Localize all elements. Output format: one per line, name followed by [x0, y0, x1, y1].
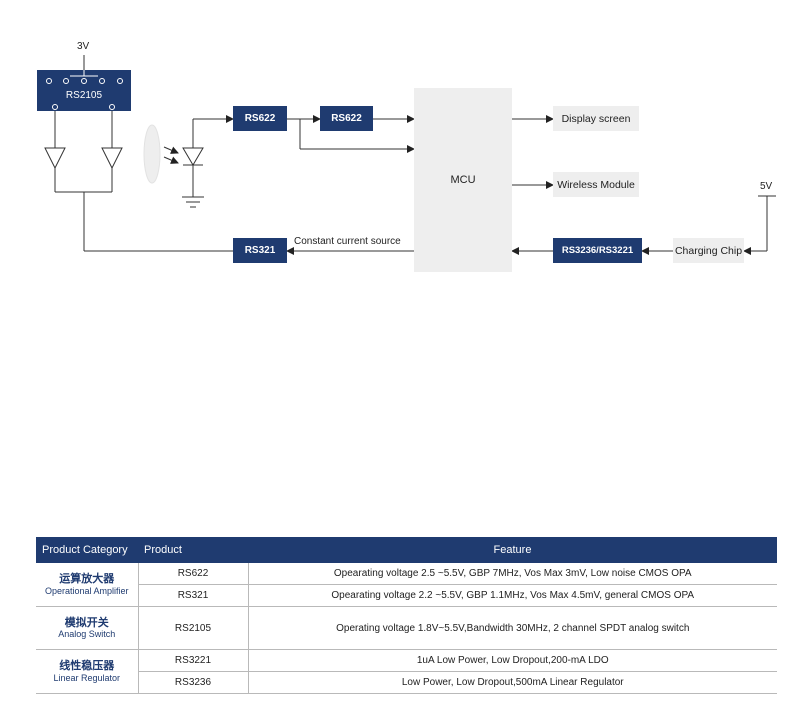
wireless-block: Wireless Module [553, 172, 639, 197]
product-table: Product Category Product Feature 运算放大器 O… [36, 537, 777, 694]
product-cell: RS622 [138, 563, 249, 585]
switch-label: RS2105 [65, 90, 103, 101]
header-feature: Feature [248, 537, 777, 563]
category-switch: 模拟开关 Analog Switch [36, 606, 139, 650]
display-block: Display screen [553, 106, 639, 131]
table-row: 线性稳压器 Linear Regulator RS3221 1uA Low Po… [36, 649, 777, 694]
product-cell: RS3236 [138, 671, 249, 694]
charging-block: Charging Chip [673, 238, 744, 263]
category-en: Operational Amplifier [44, 585, 129, 596]
supply-3v-label: 3V [77, 41, 90, 52]
category-en: Linear Regulator [53, 672, 121, 683]
feature-cell: 1uA Low Power, Low Dropout,200-mA LDO [248, 649, 777, 672]
current-source-label: Constant current source [294, 236, 401, 247]
supply-5v-label: 5V [760, 181, 773, 192]
photodiode-icon [182, 147, 204, 166]
feature-cell: Opearating voltage 2.2 ~5.5V, GBP 1.1MHz… [248, 584, 777, 607]
light-source-icon [143, 124, 161, 184]
amp1-block: RS622 [233, 106, 287, 131]
product-cell: RS321 [138, 584, 249, 607]
mcu-block: MCU [414, 88, 512, 272]
table-row: RS321 Opearating voltage 2.2 ~5.5V, GBP … [36, 584, 777, 607]
category-zh: 线性稳压器 [59, 660, 115, 672]
feature-cell: Low Power, Low Dropout,500mA Linear Regu… [248, 671, 777, 694]
category-opamp: 运算放大器 Operational Amplifier [36, 563, 139, 607]
category-zh: 模拟开关 [64, 616, 109, 629]
regulator-block: RS3236/RS3221 [553, 238, 642, 263]
table-row: RS3236 Low Power, Low Dropout,500mA Line… [36, 671, 777, 694]
amp2-block: RS622 [320, 106, 373, 131]
spdt-switch-icon [46, 70, 123, 110]
category-zh: 运算放大器 [59, 573, 115, 585]
buffer-left-icon [44, 147, 66, 170]
table-row: 运算放大器 Operational Amplifier RS622 Opeara… [36, 563, 777, 607]
feature-cell: Opearating voltage 2.5 ~5.5V, GBP 7MHz, … [248, 563, 777, 585]
category-ldo: 线性稳压器 Linear Regulator [36, 649, 139, 694]
category-en: Analog Switch [58, 629, 116, 640]
table-row: 模拟开关 Analog Switch RS2105 Operating volt… [36, 606, 777, 650]
current-amp-block: RS321 [233, 238, 287, 263]
block-diagram: 3V 5V RS2105 RS622 RS622 MCU Display scr… [0, 0, 804, 320]
switch-block: RS2105 [37, 70, 131, 111]
buffer-right-icon [101, 147, 123, 170]
table-header-row: Product Category Product Feature [36, 537, 777, 563]
product-cell: RS2105 [138, 606, 249, 650]
header-category: Product Category [36, 537, 138, 563]
header-product: Product [138, 537, 248, 563]
feature-cell: Operating voltage 1.8V~5.5V,Bandwidth 30… [248, 606, 777, 650]
diagram-wires [44, 55, 776, 255]
product-cell: RS3221 [138, 649, 249, 672]
